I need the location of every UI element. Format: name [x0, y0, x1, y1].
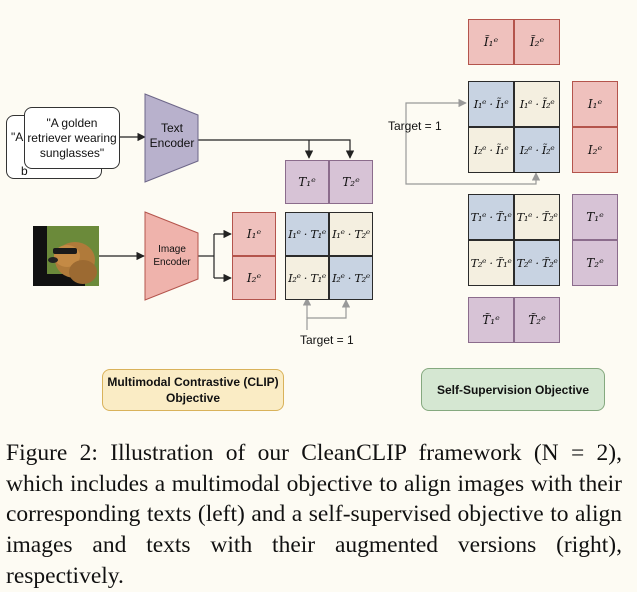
text-caption-card: "A golden retriever wearing sunglasses"	[24, 107, 120, 169]
back-card-text-bottom: b	[21, 164, 28, 178]
aug-image-embedding-1: Ĩ₁ᵉ	[468, 19, 514, 65]
clip-matrix-cell-2-1: I₂ᵉ · T₁ᵉ	[285, 256, 329, 300]
ssl-image-embedding-2: I₂ᵉ	[572, 127, 618, 173]
clip-image-embedding-2: I₂ᵉ	[232, 256, 276, 300]
text-matrix-cell-2-1: T₂ᵉ · T̃₁ᵉ	[468, 240, 514, 286]
text-matrix-cell-1-2: T₁ᵉ · T̃₂ᵉ	[514, 194, 560, 240]
clip-objective-label: Multimodal Contrastive (CLIP) Objective	[107, 375, 279, 405]
clip-text-embedding-2: T₂ᵉ	[329, 160, 373, 204]
clip-objective-box: Multimodal Contrastive (CLIP) Objective	[102, 369, 284, 411]
ssl-objective-label: Self-Supervision Objective	[436, 382, 590, 397]
text-encoder	[144, 93, 199, 183]
figure-caption: Figure 2: Illustration of our CleanCLIP …	[6, 440, 622, 589]
image-encoder	[144, 211, 199, 301]
text-matrix-cell-2-2: T₂ᵉ · T̃₂ᵉ	[514, 240, 560, 286]
ssl-text-embedding-2: T₂ᵉ	[572, 240, 618, 286]
image-encoder-label: Image Encoder	[153, 244, 191, 268]
clip-target-label: Target = 1	[300, 333, 354, 347]
image-matrix-cell-1-1: I₁ᵉ · Ĩ₁ᵉ	[468, 81, 514, 127]
text-encoder-label: Text Encoder	[149, 121, 195, 150]
text-caption-stack: "A b "A golden retriever wearing sunglas…	[6, 105, 120, 181]
ssl-text-embedding-1: T₁ᵉ	[572, 194, 618, 240]
clip-matrix-cell-1-2: I₁ᵉ · T₂ᵉ	[329, 212, 373, 256]
ssl-target-label: Target = 1	[388, 119, 442, 133]
text-caption-quote: "A golden retriever wearing sunglasses"	[27, 115, 117, 160]
clip-matrix-cell-1-1: I₁ᵉ · T₁ᵉ	[285, 212, 329, 256]
clip-text-embedding-1: T₁ᵉ	[285, 160, 329, 204]
dog-picture-icon	[33, 226, 99, 286]
dog-image	[33, 226, 99, 286]
text-matrix-cell-1-1: T₁ᵉ · T̃₁ᵉ	[468, 194, 514, 240]
ssl-image-embedding-1: I₁ᵉ	[572, 81, 618, 127]
back-card-text-top: "A	[11, 130, 24, 144]
aug-text-embedding-2: T̃₂ᵉ	[514, 297, 560, 343]
image-matrix-cell-2-2: I₂ᵉ · Ĩ₂ᵉ	[514, 127, 560, 173]
clip-matrix-cell-2-2: I₂ᵉ · T₂ᵉ	[329, 256, 373, 300]
ssl-objective-box: Self-Supervision Objective	[421, 368, 605, 411]
aug-text-embedding-1: T̃₁ᵉ	[468, 297, 514, 343]
clip-image-embedding-1: I₁ᵉ	[232, 212, 276, 256]
aug-image-embedding-2: Ĩ₂ᵉ	[514, 19, 560, 65]
image-matrix-cell-2-1: I₂ᵉ · Ĩ₁ᵉ	[468, 127, 514, 173]
image-matrix-cell-1-2: I₁ᵉ · Ĩ₂ᵉ	[514, 81, 560, 127]
